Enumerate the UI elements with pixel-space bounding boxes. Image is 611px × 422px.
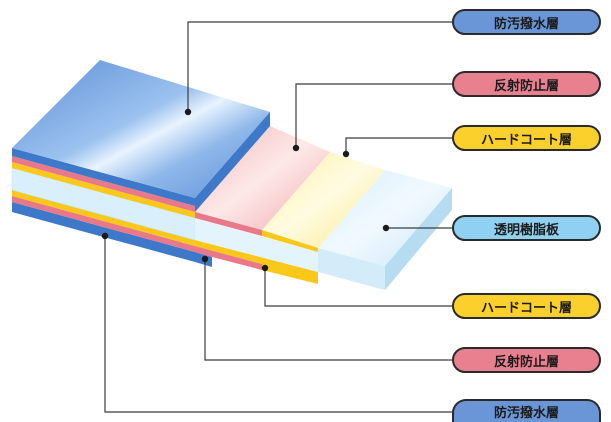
stainproof-top-face [12, 60, 270, 198]
dot-substrate [382, 224, 390, 232]
dot-bottom-hardcoat [261, 264, 269, 272]
bottom-antireflect-front [195, 246, 262, 270]
label-bottom-antireflect: 反射防止層 [452, 347, 601, 373]
antireflect-front-edge [195, 212, 262, 236]
leader-lines [104, 21, 452, 413]
label-bottom-hardcoat: ハードコート層 [452, 293, 601, 319]
top-stainproof-left-strip [12, 148, 195, 206]
dot-top-stainproof [184, 108, 192, 116]
dot-bottom-antireflect [201, 255, 209, 263]
dot-top-hardcoat [342, 150, 350, 158]
leader-top-stainproof [187, 21, 452, 110]
leader-top-antireflect [295, 83, 452, 148]
label-top-hardcoat: ハードコート層 [452, 125, 601, 151]
substrate-front-face [195, 218, 318, 272]
front-bottom-strips [195, 240, 318, 284]
substrate-front-right [318, 248, 385, 290]
bottom-hardcoat-left-strip [12, 190, 195, 246]
leader-bottom-hardcoat [264, 268, 452, 307]
hardcoat-front-edge [262, 230, 318, 252]
bottom-stainproof-left-strip [12, 202, 195, 262]
label-bottom-stainproof: 防汚撥水層 [452, 399, 601, 422]
leader-dots [101, 108, 390, 272]
bottom-hardcoat-front [195, 240, 318, 284]
label-substrate: 透明樹脂板 [452, 215, 601, 241]
dot-bottom-stainproof [101, 232, 109, 240]
left-side-strips [11, 148, 196, 262]
leader-top-hardcoat [345, 137, 452, 154]
stainproof-front-edge [195, 112, 270, 212]
substrate-right-face [385, 188, 452, 290]
top-antireflect-left-strip [12, 156, 195, 212]
dot-top-antireflect [292, 144, 300, 152]
hardcoat-top-face [262, 152, 385, 248]
bottom-antireflect-left-strip [12, 196, 195, 252]
top-hardcoat-left-strip [12, 162, 195, 218]
label-top-antireflect: 反射防止層 [452, 71, 601, 97]
substrate-top-face [318, 170, 452, 266]
leader-bottom-antireflect [204, 259, 452, 361]
antireflect-top-face [195, 126, 330, 230]
label-top-stainproof: 防汚撥水層 [452, 9, 601, 35]
leader-bottom-stainproof [104, 236, 452, 413]
